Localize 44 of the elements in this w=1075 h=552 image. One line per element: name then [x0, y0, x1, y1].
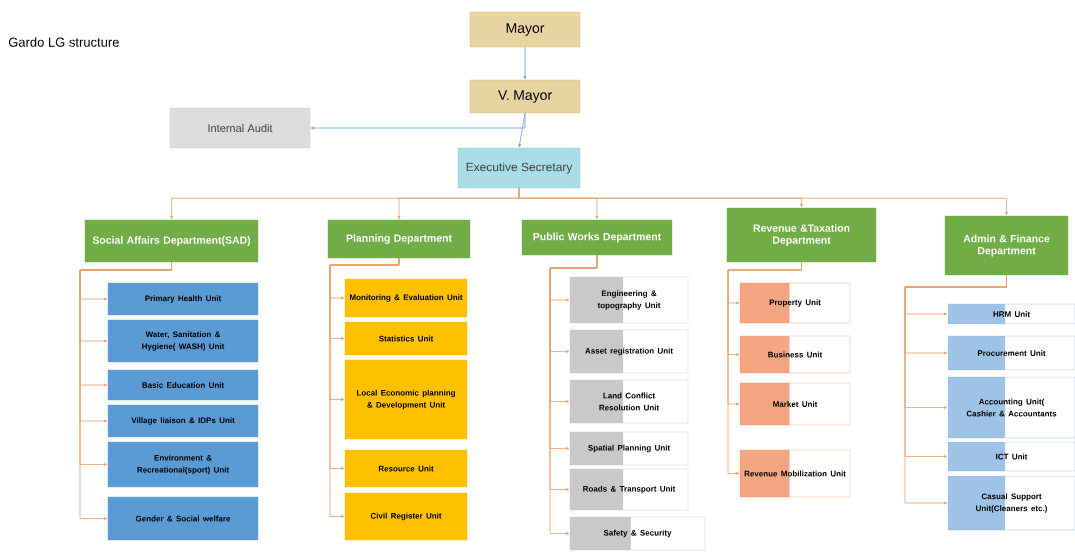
unit-box: Casual Support Unit(Cleaners etc.)	[947, 475, 1075, 531]
unit-box: Primary Health Unit	[107, 282, 259, 316]
unit-box: Revenue Mobilization Unit	[739, 449, 851, 498]
arrow	[79, 261, 172, 520]
unit-box: Engineering & topography Unit	[569, 276, 689, 324]
position-box: Executive Secretary	[457, 147, 581, 189]
department-box: Revenue &Taxation Department	[726, 207, 877, 263]
unit-box: Accounting Unit( Cashier & Accountants	[947, 376, 1075, 439]
unit-box: Water, Sanitation & Hygiene( WASH) Unit	[107, 319, 259, 363]
department-box: Admin & Finance Department	[944, 215, 1069, 276]
arrow	[549, 254, 598, 535]
unit-box: ICT Unit	[947, 441, 1075, 472]
arrow	[904, 274, 1007, 505]
unit-box: Local Economic planning & Development Unit	[344, 359, 468, 440]
title: Gardo LG structure	[8, 37, 119, 47]
arrow	[310, 112, 526, 130]
arrow	[523, 46, 527, 80]
unit-box: HRM Unit	[947, 303, 1075, 325]
unit-box: Land Conflict Resolution Unit	[569, 379, 689, 424]
department-box: Public Works Department	[521, 219, 673, 256]
unit-box: Procurement Unit	[947, 335, 1075, 371]
unit-box: Environment & Recreational(sport) Unit	[107, 441, 259, 488]
position-box: Mayor	[469, 11, 581, 48]
unit-box: Asset registration Unit	[569, 329, 689, 374]
unit-box: Monitoring & Evaluation Unit	[344, 278, 468, 318]
unit-box: Village liaison & IDPs Unit	[107, 404, 259, 438]
unit-box: Business Unit	[739, 335, 851, 374]
unit-box: Statistics Unit	[344, 321, 468, 356]
unit-box: Civil Register Unit	[344, 492, 468, 541]
unit-box: Basic Education Unit	[107, 369, 259, 401]
unit-box: Roads & Transport Unit	[569, 468, 689, 511]
unit-box: Market Unit	[739, 382, 851, 426]
arrow	[727, 261, 802, 475]
unit-box: Gender & Social welfare	[107, 496, 259, 541]
unit-box: Resource Unit	[344, 449, 468, 488]
unit-box: Safety & Security	[569, 516, 706, 551]
department-box: Social Affairs Department(SAD)	[84, 219, 259, 263]
unit-box: Spatial Planning Unit	[569, 431, 689, 466]
unit-box: Property Unit	[739, 282, 851, 324]
arrow	[329, 257, 400, 518]
position-box: V. Mayor	[469, 79, 581, 114]
department-box: Planning Department	[327, 219, 471, 259]
arrow	[518, 187, 1008, 216]
position-box: Internal Audit	[169, 107, 311, 149]
